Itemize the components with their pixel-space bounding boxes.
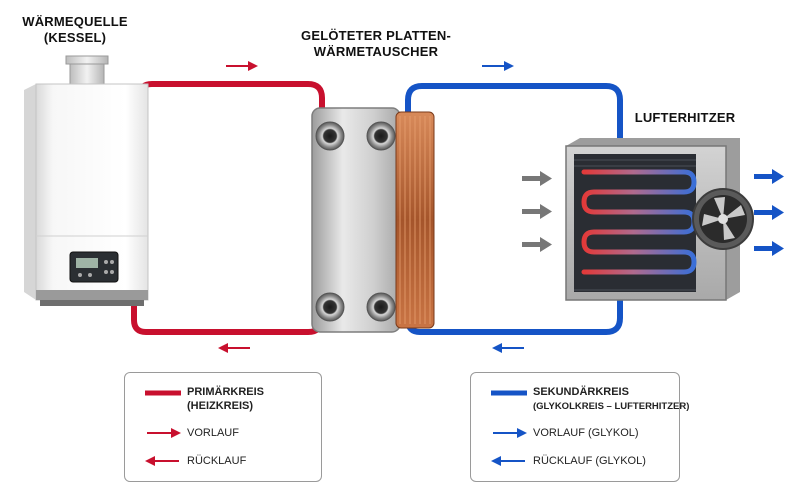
exchanger-port	[315, 292, 345, 322]
secondary-return-arrow	[492, 343, 524, 353]
heat-source-label: WÄRMEQUELLE (KESSEL)	[10, 14, 140, 46]
plate-heat-exchanger-icon	[311, 107, 435, 333]
legend-secondary-flow: VORLAUF (GLYKOL)	[533, 427, 639, 439]
air-outlet-arrows	[754, 169, 784, 256]
air-heater-icon	[565, 138, 754, 301]
air-inlet-arrow	[522, 237, 552, 252]
exchanger-label: GELÖTETER PLATTEN- WÄRMETAUSCHER	[286, 28, 466, 60]
arrow-left-icon	[491, 456, 525, 466]
air-inlet-arrow	[522, 171, 552, 186]
legend-primary: PRIMÄRKREIS (HEIZKREIS) VORLAUF RÜCKLAUF	[124, 372, 322, 482]
heater-label-text: LUFTERHITZER	[634, 110, 736, 125]
arrow-right-icon	[493, 428, 527, 438]
boiler-icon	[24, 55, 149, 306]
air-outlet-arrow	[754, 205, 784, 220]
arrow-right-icon	[147, 428, 181, 438]
legend-secondary-subtitle: (GLYKOLKREIS – LUFTERHITZER)	[533, 401, 690, 412]
heat-source-label-line1: WÄRMEQUELLE	[22, 14, 128, 29]
secondary-flow-arrow	[482, 61, 514, 71]
legend-secondary: SEKUNDÄRKREIS (GLYKOLKREIS – LUFTERHITZE…	[470, 372, 689, 482]
legend-secondary-return: RÜCKLAUF (GLYKOL)	[533, 455, 646, 467]
primary-return-arrow	[218, 343, 250, 353]
exchanger-label-line2: WÄRMETAUSCHER	[313, 44, 439, 59]
exchanger-port	[315, 121, 345, 151]
legend-primary-subtitle: (HEIZKREIS)	[187, 400, 253, 412]
air-outlet-arrow	[754, 169, 784, 184]
primary-circuit-pipes	[131, 81, 325, 335]
primary-flow-arrow	[226, 61, 258, 71]
heater-label: LUFTERHITZER	[620, 110, 750, 126]
exchanger-port	[366, 121, 396, 151]
arrow-left-icon	[145, 456, 179, 466]
legend-primary-title: PRIMÄRKREIS	[187, 386, 265, 398]
primary-return-pipe	[131, 297, 325, 335]
legend-primary-flow: VORLAUF	[187, 427, 239, 439]
exchanger-label-line1: GELÖTETER PLATTEN-	[301, 28, 451, 43]
air-inlet-arrows	[522, 171, 552, 252]
legend-primary-return: RÜCKLAUF	[187, 455, 247, 467]
legend-secondary-title: SEKUNDÄRKREIS	[533, 386, 629, 398]
primary-line-icon	[145, 390, 181, 396]
heat-source-label-line2: (KESSEL)	[43, 30, 107, 45]
primary-flow-pipe	[137, 81, 325, 131]
secondary-flow-pipe	[405, 83, 623, 149]
air-inlet-arrow	[522, 204, 552, 219]
exchanger-port	[366, 292, 396, 322]
air-outlet-arrow	[754, 241, 784, 256]
secondary-line-icon	[491, 390, 527, 396]
fan-icon	[692, 188, 754, 250]
